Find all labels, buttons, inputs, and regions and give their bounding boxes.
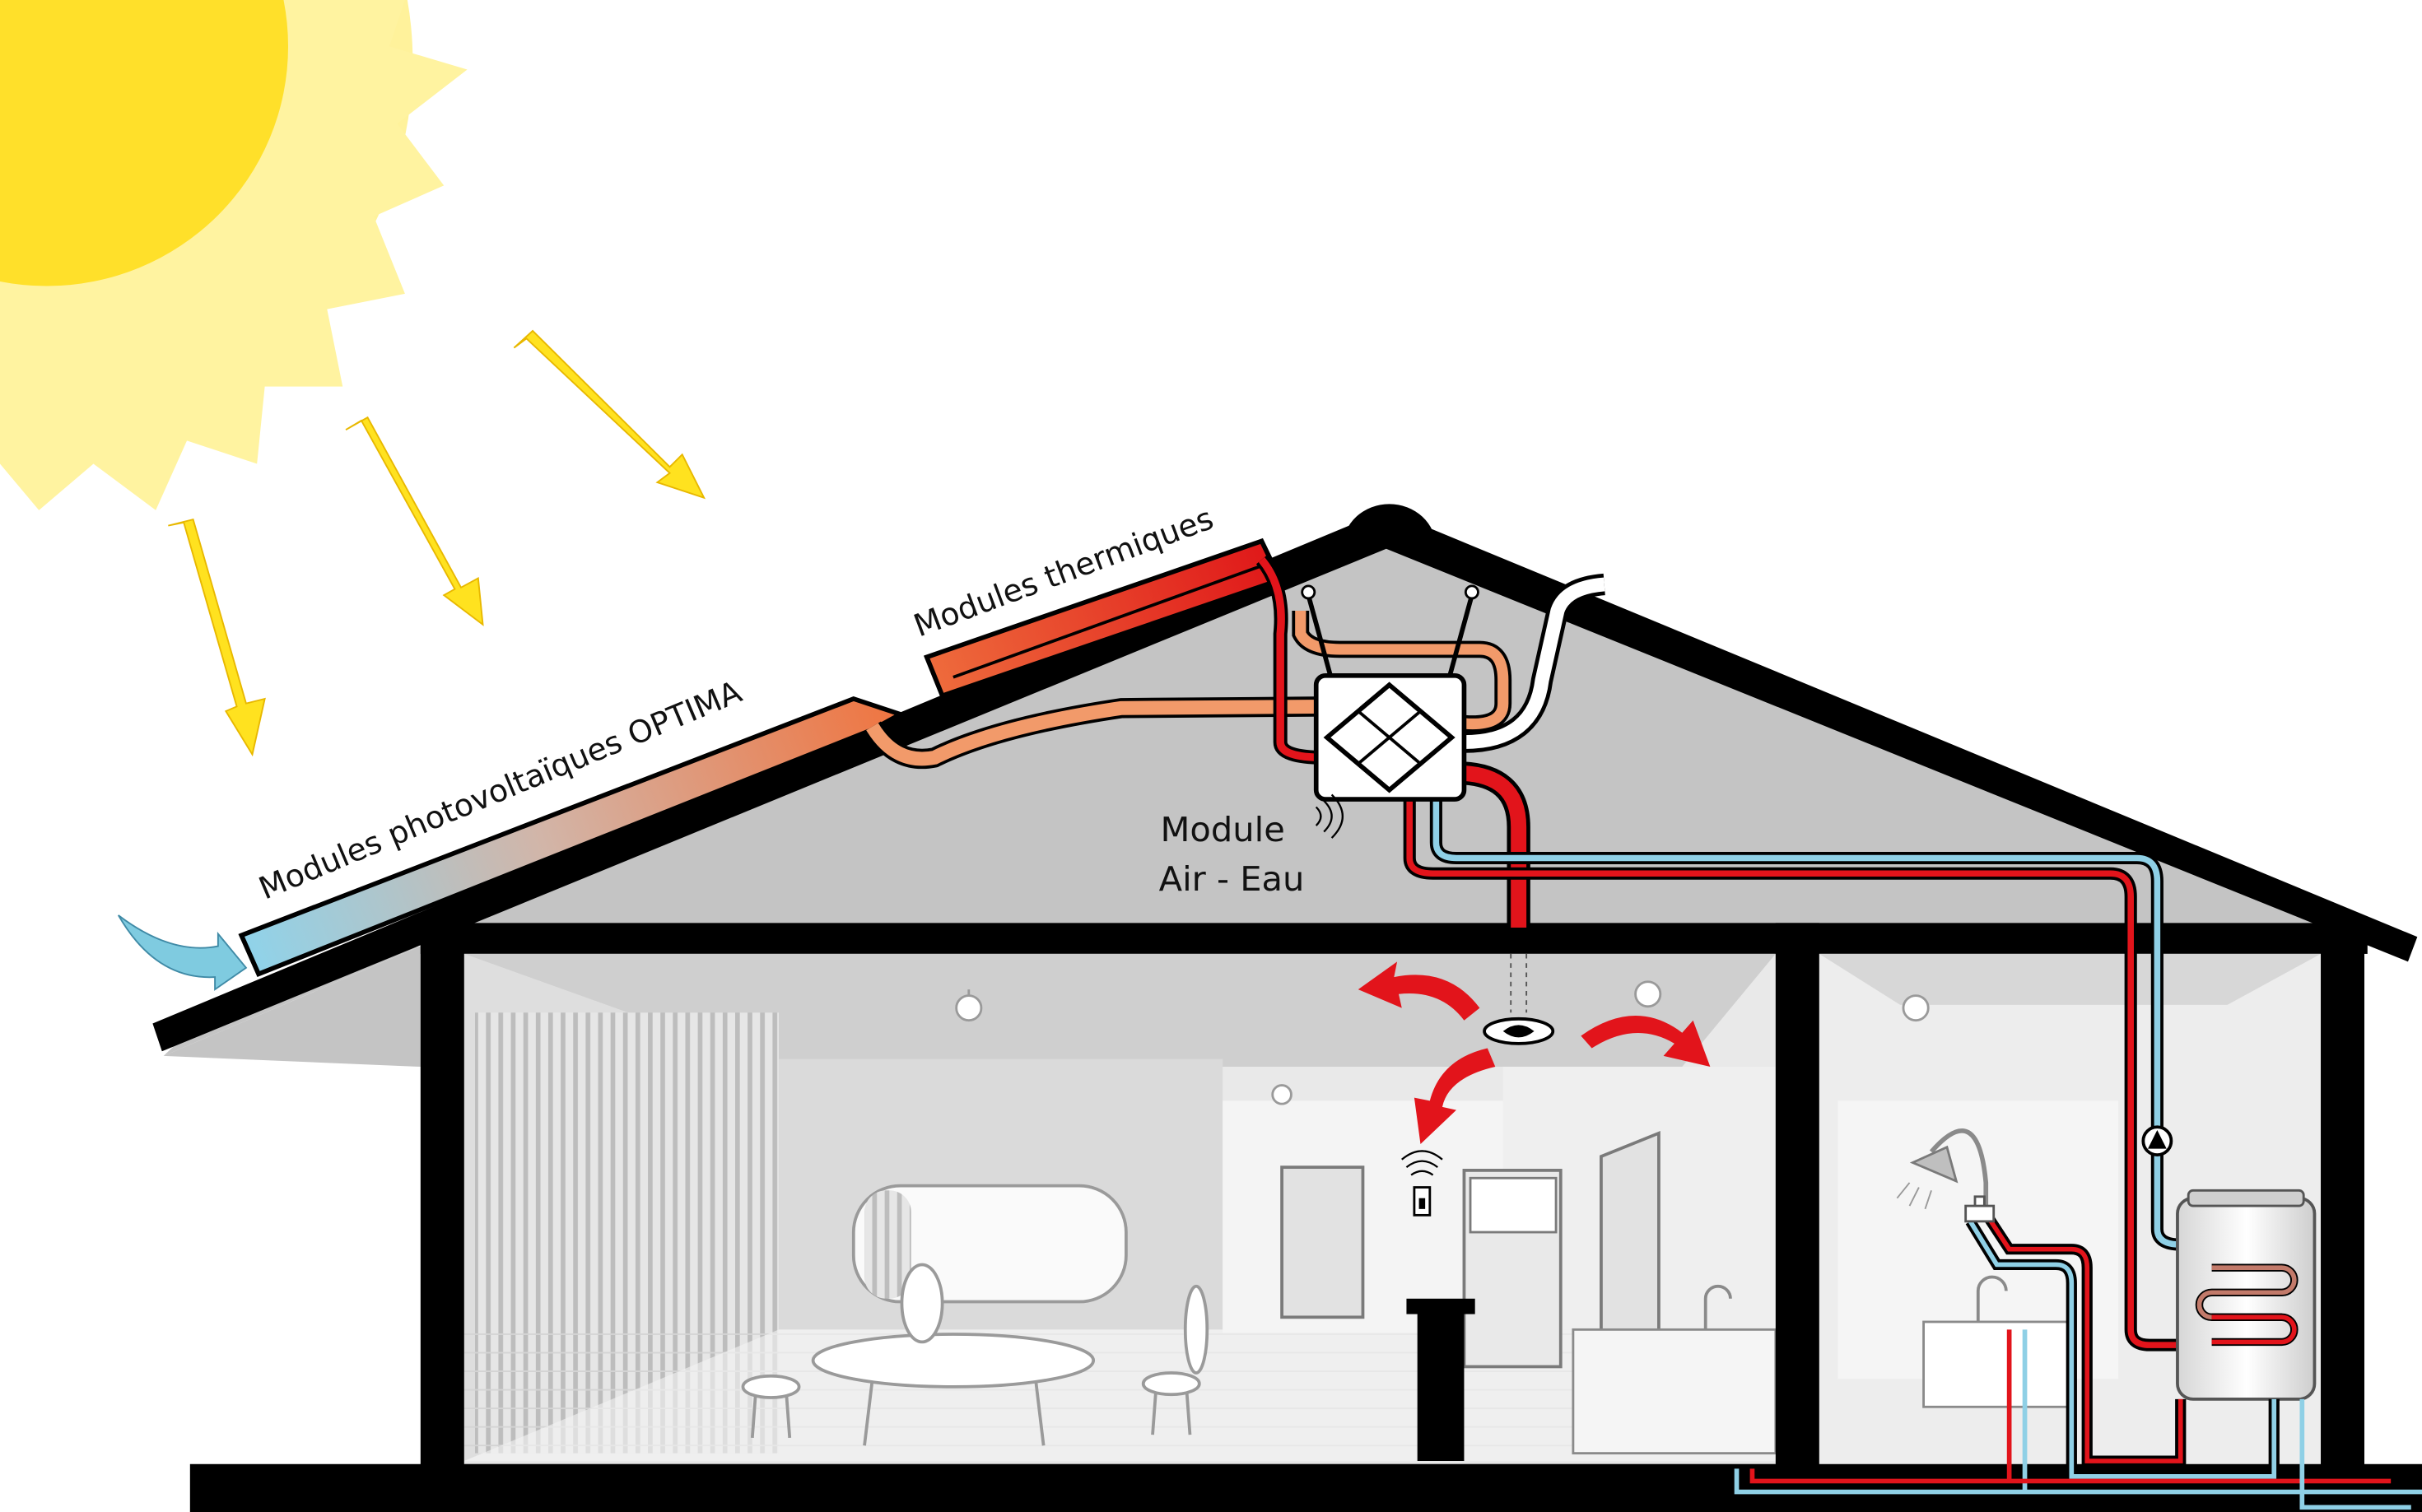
airflow-arrows: [1358, 961, 1711, 1144]
module-label-line1: Module: [1161, 810, 1285, 849]
wireless-signal-icon: [1315, 793, 1344, 839]
ceiling-lamp-icon: [955, 980, 1930, 1105]
column: [1417, 1306, 1465, 1462]
airflow-arrow-icon: [1414, 1048, 1496, 1144]
air-water-module: [1301, 584, 1479, 839]
sun-ray-arrow-icon: [168, 518, 266, 757]
airflow-arrow-icon: [1581, 1016, 1711, 1068]
diffuser-hanger: [1510, 953, 1528, 1013]
dining-table: [811, 1333, 1096, 1389]
kitchen-counter: [1572, 1328, 1777, 1455]
ridge-vent: [1342, 504, 1437, 547]
bathroom-pipes: [1734, 1210, 2422, 1510]
mixer-valve: [1964, 1195, 1996, 1223]
sun-ray-arrows: [168, 329, 706, 757]
wall-left: [420, 923, 464, 1472]
sun-ray-arrow-icon: [345, 416, 484, 626]
door: [1280, 1165, 1365, 1319]
shower-icon: [1896, 1128, 1989, 1214]
airflow-arrow-icon: [1358, 961, 1480, 1021]
living-room-interior: [463, 953, 1777, 1464]
washbasin-cabinet: [1922, 1320, 2073, 1408]
sun-ray-arrow-icon: [513, 329, 706, 500]
wall-right: [2321, 923, 2364, 1472]
wall-middle: [1775, 923, 1819, 1472]
pv-modules: [238, 696, 906, 977]
air-intake-arrow: [117, 914, 248, 991]
heat-exchanger-icon: [1323, 682, 1456, 793]
attic-space: [163, 533, 2368, 1056]
sun-icon: [0, 0, 468, 510]
floor-slab: [189, 1463, 2422, 1512]
chair: [741, 1263, 1209, 1438]
ceiling-diffuser-icon: [1483, 1017, 1555, 1045]
pump-icon: [2141, 1125, 2173, 1156]
module-label-line2: Air - Eau: [1159, 859, 1305, 899]
roof: [152, 509, 2418, 1052]
ceiling-slab: [420, 923, 2368, 954]
eave-underside: [163, 946, 421, 1068]
wireless-sensor-icon: [1401, 1150, 1443, 1217]
door: [1600, 1131, 1660, 1347]
hot-water-tank-icon: [2176, 1189, 2317, 1401]
